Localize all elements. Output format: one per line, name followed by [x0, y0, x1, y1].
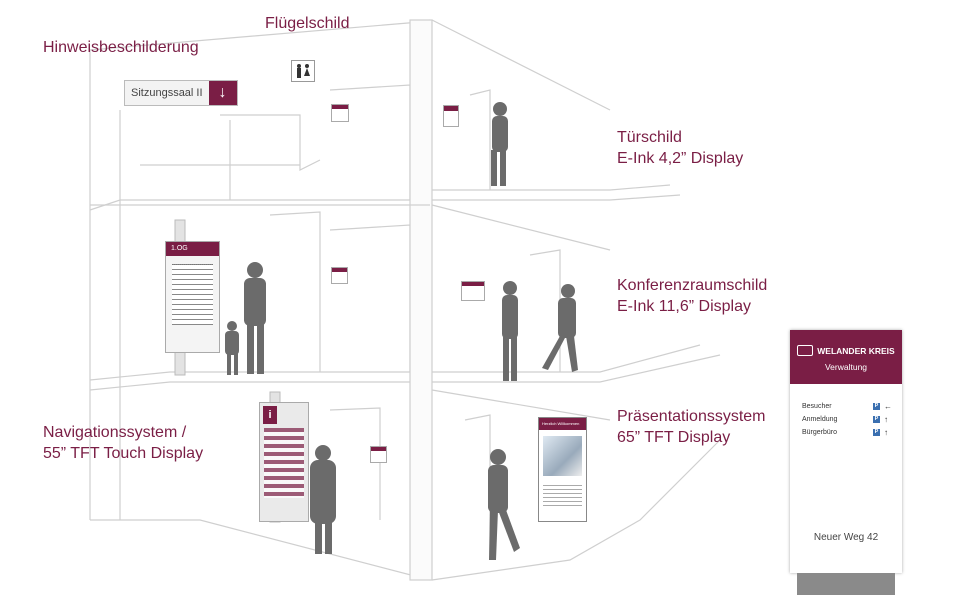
- conference-sign: [461, 281, 485, 301]
- label-fluegel: Flügelschild: [265, 15, 350, 32]
- presentation-header: Herzlich Willkommen: [539, 418, 586, 430]
- logo-icon: [797, 345, 814, 356]
- arrow-up-icon: ↑: [884, 415, 888, 424]
- label-konferenz: Konferenzraumschild E-Ink 11,6” Display: [617, 277, 768, 315]
- label-navigation: Navigationssystem / 55” TFT Touch Displa…: [43, 424, 204, 462]
- totem-subtitle: Verwaltung: [824, 362, 868, 372]
- label-tuerschild: Türschild E-Ink 4,2” Display: [617, 129, 744, 167]
- toilet-sign-icon: [291, 60, 315, 82]
- door-sign-3: [331, 267, 348, 284]
- door-sign-2: [443, 105, 459, 127]
- info-icon: i: [263, 406, 277, 424]
- parking-icon: P: [873, 416, 880, 423]
- person-2: [244, 262, 266, 374]
- parking-icon: P: [873, 403, 880, 410]
- person-4: [542, 284, 578, 372]
- presentation-screen: Herzlich Willkommen: [538, 417, 587, 522]
- arrow-down-icon: ↓: [208, 81, 237, 105]
- touch-kiosk: i: [259, 402, 309, 522]
- navigation-screen: 1.OG: [165, 241, 220, 353]
- arrow-left-icon: ←: [884, 402, 892, 411]
- door-sign-4: [370, 446, 387, 463]
- person-6: [488, 449, 520, 560]
- person-3: [502, 281, 518, 381]
- totem-header: WELANDER KREIS Verwaltung: [790, 330, 902, 384]
- person-child: [225, 321, 239, 375]
- totem-brand: WELANDER KREIS: [817, 345, 895, 356]
- person-5: [310, 445, 336, 554]
- totem-address: Neuer Weg 42: [813, 532, 879, 543]
- door-sign-1: [331, 104, 349, 122]
- nav-screen-header: 1.OG: [166, 242, 219, 256]
- hint-sign-text: Sitzungssaal II: [131, 87, 203, 99]
- label-hinweis: Hinweisbeschilderung: [43, 39, 199, 56]
- label-praesentation: Präsentationssystem 65” TFT Display: [617, 408, 766, 446]
- arrow-up-icon: ↑: [884, 428, 888, 437]
- totem-base: [797, 573, 895, 595]
- parking-icon: P: [873, 429, 880, 436]
- hint-sign: Sitzungssaal II ↓: [124, 80, 238, 106]
- person-1: [491, 102, 508, 186]
